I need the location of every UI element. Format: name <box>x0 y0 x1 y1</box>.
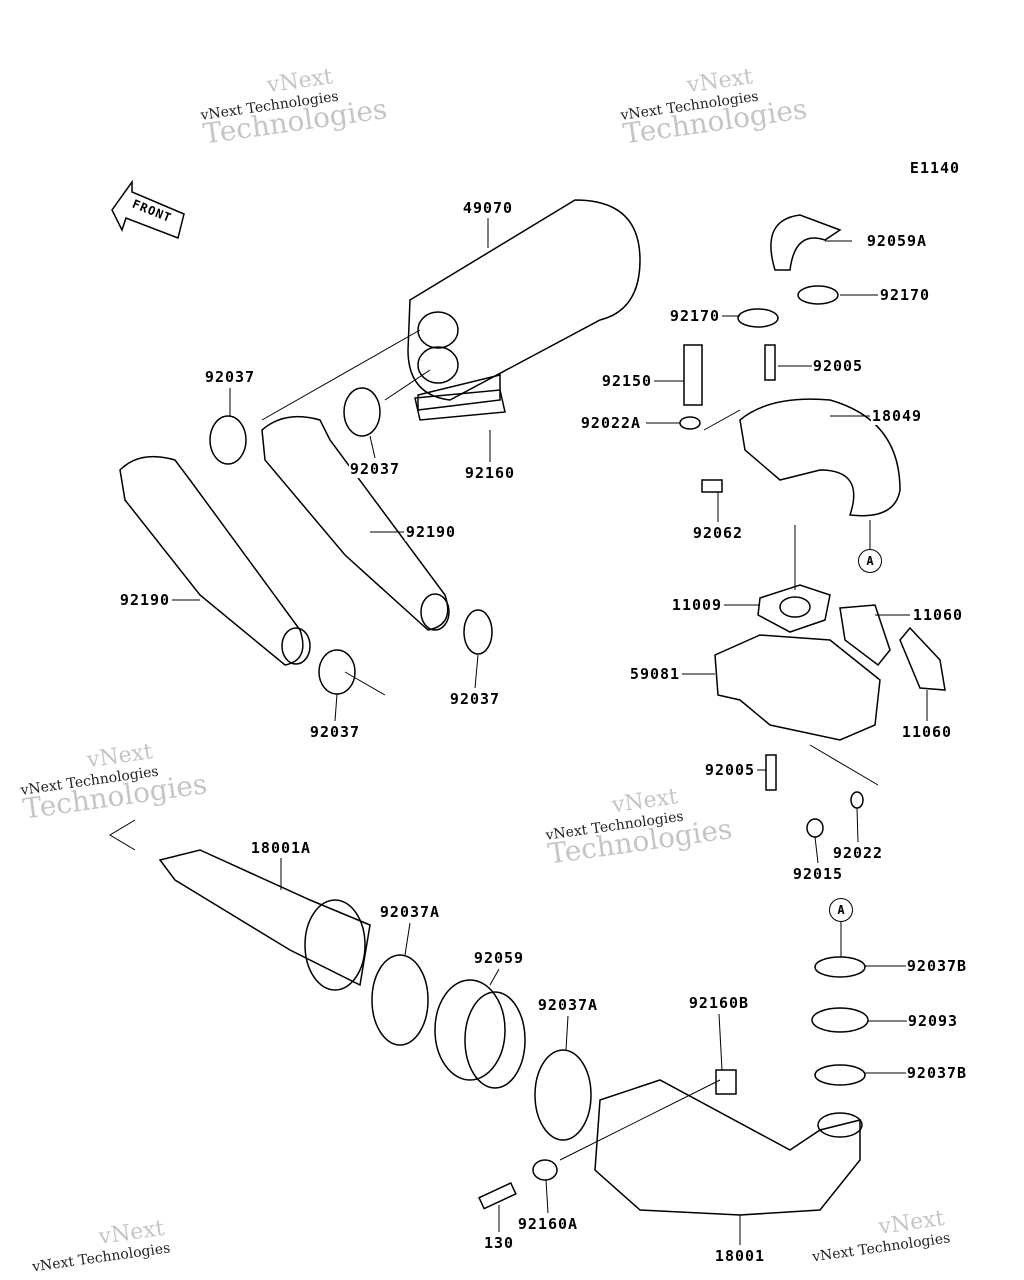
part-label: 92170 <box>668 307 722 325</box>
clamp-part <box>318 649 356 695</box>
coupler-part <box>434 979 506 1081</box>
part-label: 92190 <box>118 591 172 609</box>
front-arrow-icon <box>111 179 185 240</box>
washer-part <box>679 416 701 430</box>
leader-lines <box>109 218 928 1245</box>
rubber-mount-part <box>715 1069 737 1095</box>
part-label: 92015 <box>791 865 845 883</box>
part-label: 92059A <box>865 232 929 250</box>
clamp-part <box>209 415 247 465</box>
part-label: 92062 <box>691 524 745 542</box>
gasket-part <box>757 584 831 633</box>
callout-a: A <box>829 898 853 922</box>
part-label: 92005 <box>703 761 757 779</box>
part-label: 92037B <box>905 1064 969 1082</box>
tail-pipe-part <box>594 1079 861 1216</box>
part-label: 92037B <box>905 957 969 975</box>
muffler-part <box>407 199 641 421</box>
part-label: 92037 <box>448 690 502 708</box>
clamp-part <box>797 285 839 305</box>
fitting-part <box>765 754 777 791</box>
fitting-part <box>764 344 776 381</box>
part-label: 92160B <box>687 994 751 1012</box>
part-label: 92037 <box>203 368 257 386</box>
part-label: 92037A <box>378 903 442 921</box>
part-label: 92022 <box>831 844 885 862</box>
part-label: 92170 <box>878 286 932 304</box>
part-label: 11060 <box>900 723 954 741</box>
part-label: 92093 <box>906 1012 960 1030</box>
part-label: 92059 <box>472 949 526 967</box>
gasket-part <box>899 626 946 691</box>
coupler-part <box>811 1007 869 1033</box>
bolt-part <box>701 479 723 493</box>
diagram-code: E1140 <box>908 159 962 177</box>
part-label: 11060 <box>911 606 965 624</box>
part-label: 92022A <box>579 414 643 432</box>
bolt-part <box>683 344 703 406</box>
clamp-part <box>463 609 493 655</box>
bolt-part <box>478 1181 517 1210</box>
clamp-part <box>343 387 381 437</box>
washer-part <box>850 791 864 809</box>
part-label: 92005 <box>811 357 865 375</box>
cone-pipe-part <box>158 849 371 987</box>
clamp-part <box>534 1049 592 1141</box>
callout-a: A <box>858 549 882 573</box>
part-label: 11009 <box>670 596 724 614</box>
part-label: 49070 <box>461 199 515 217</box>
elbow-hose-part <box>770 214 842 271</box>
rubber-mount-part <box>532 1159 558 1181</box>
part-label: 92160A <box>516 1215 580 1233</box>
part-label: 92160 <box>463 464 517 482</box>
clamp-part <box>814 1064 866 1086</box>
part-label: 130 <box>482 1234 516 1252</box>
clamp-part <box>737 308 779 328</box>
part-label: 18001 <box>713 1247 767 1265</box>
clamp-part <box>371 954 429 1046</box>
clamp-part <box>814 956 866 978</box>
exhaust-pipe-part <box>739 398 901 517</box>
gasket-part <box>839 604 891 667</box>
part-label: 92037 <box>308 723 362 741</box>
part-label: 92150 <box>600 372 654 390</box>
part-label: 92190 <box>404 523 458 541</box>
part-label: 18049 <box>870 407 924 425</box>
part-label: 59081 <box>628 665 682 683</box>
nut-part <box>806 818 824 838</box>
manifold-part <box>714 634 881 741</box>
part-label: 92037 <box>348 460 402 478</box>
part-label: 92037A <box>536 996 600 1014</box>
part-label: 18001A <box>249 839 313 857</box>
hose-part <box>119 455 304 666</box>
